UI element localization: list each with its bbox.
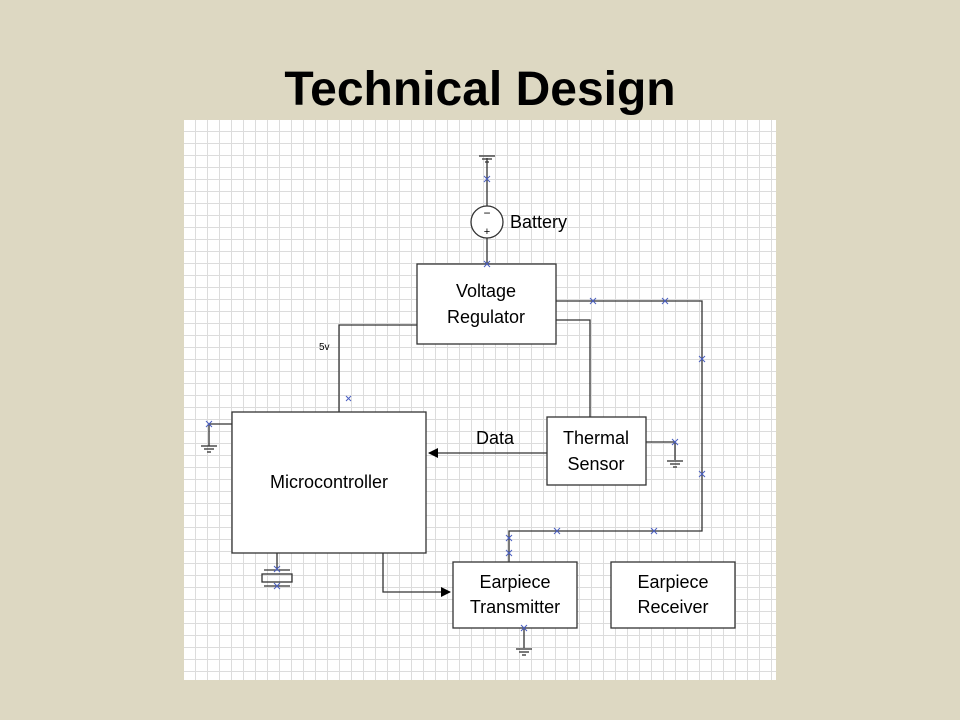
earpiece-receiver-label-line1: Earpiece	[637, 572, 708, 592]
slide-title: Technical Design	[284, 63, 676, 116]
circuit-schematic: − + Battery Voltage Regulator Microcontr…	[201, 155, 736, 656]
ground-symbol-battery	[479, 155, 495, 163]
battery-symbol: − +	[470, 205, 504, 239]
component-earpiece-transmitter: Earpiece Transmitter	[452, 561, 578, 629]
thermal-sensor-label-line2: Sensor	[567, 454, 624, 474]
battery-label: Battery	[510, 212, 567, 232]
ground-symbol-thermal-sensor	[667, 460, 683, 468]
wire-microcontroller-ground	[208, 423, 232, 446]
node-marker	[483, 175, 491, 183]
thermal-sensor-label-line1: Thermal	[563, 428, 629, 448]
crystal-symbol	[261, 569, 293, 587]
data-line-label: Data	[476, 428, 515, 448]
battery-plus-sign: +	[484, 226, 490, 238]
wire-regulator-thermal-sensor	[556, 319, 591, 417]
node-marker	[205, 420, 213, 428]
node-markers	[205, 175, 706, 632]
wire-regulator-microcontroller	[338, 324, 417, 412]
node-marker	[273, 582, 281, 590]
node-marker	[273, 565, 281, 573]
node-marker	[505, 534, 513, 542]
node-marker	[671, 438, 679, 446]
ground-symbol-microcontroller	[201, 445, 217, 453]
component-microcontroller: Microcontroller	[231, 411, 427, 554]
voltage-regulator-label-line2: Regulator	[447, 307, 525, 327]
component-earpiece-receiver: Earpiece Receiver	[610, 561, 736, 629]
earpiece-transmitter-label-line1: Earpiece	[479, 572, 550, 592]
wire-microcontroller-transmitter	[382, 553, 451, 597]
component-thermal-sensor: Thermal Sensor	[546, 416, 647, 486]
component-voltage-regulator: Voltage Regulator	[416, 263, 557, 345]
node-marker	[520, 624, 528, 632]
ground-symbols	[201, 155, 683, 656]
node-marker	[553, 527, 561, 535]
wire-thermal-sensor-ground	[646, 441, 676, 460]
node-marker	[483, 260, 491, 268]
supply-voltage-label: 5v	[319, 342, 330, 353]
node-marker	[505, 549, 513, 557]
node-marker	[650, 527, 658, 535]
voltage-regulator-label-line1: Voltage	[456, 281, 516, 301]
node-marker	[698, 470, 706, 478]
node-marker	[698, 355, 706, 363]
earpiece-receiver-label-line2: Receiver	[637, 597, 708, 617]
node-marker	[661, 297, 669, 305]
earpiece-transmitter-label-line2: Transmitter	[470, 597, 560, 617]
microcontroller-label: Microcontroller	[270, 472, 388, 492]
node-marker	[345, 395, 352, 402]
circuit-diagram: − + Battery Voltage Regulator Microcontr…	[184, 120, 776, 680]
wire-regulator-transmitter	[508, 300, 703, 562]
battery-minus-sign: −	[483, 206, 490, 220]
node-marker	[589, 297, 597, 305]
ground-symbol-transmitter	[516, 648, 532, 656]
